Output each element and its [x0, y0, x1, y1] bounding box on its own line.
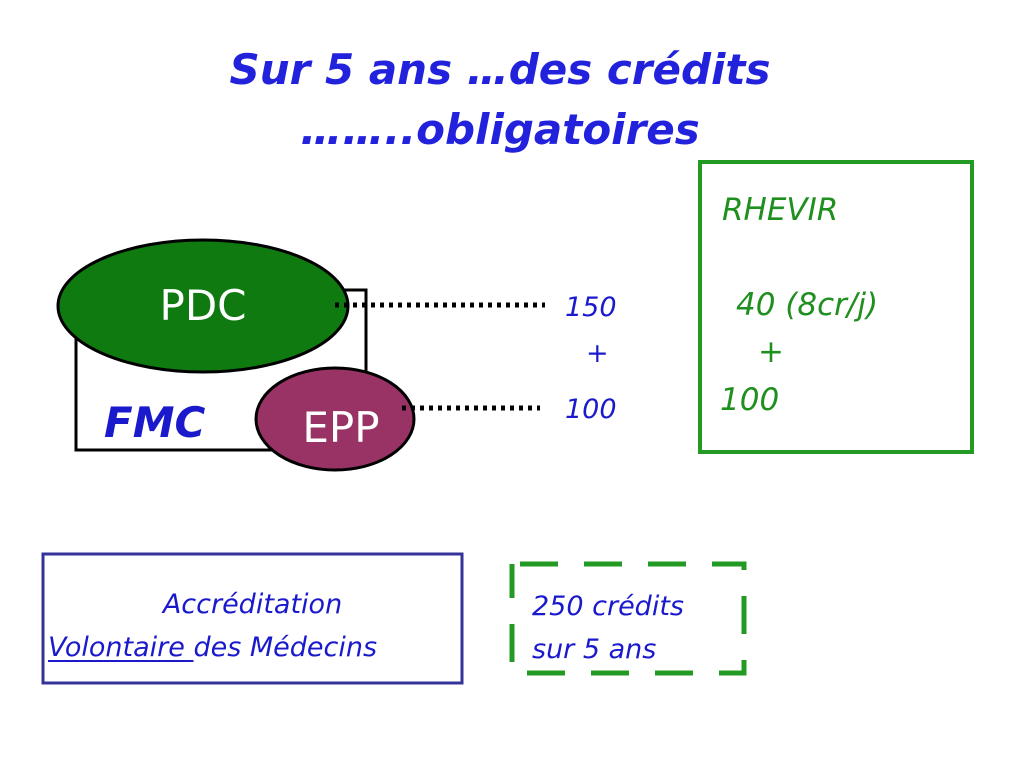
pdc-label: PDC: [159, 281, 247, 330]
epp-oval: [254, 366, 416, 472]
total-line-2: sur 5 ans: [532, 634, 657, 665]
epp-label: EPP: [302, 403, 380, 452]
total-dashed-box: [509, 561, 747, 676]
rhevir-plus-sign: +: [758, 334, 784, 370]
title-line-2: ……..obligatoires: [300, 105, 700, 154]
accreditation-line-1: Accréditation: [162, 589, 343, 620]
accreditation-underlined-word: Volontaire: [48, 632, 194, 663]
accreditation-rest: des Médecins: [193, 632, 378, 663]
rhevir-line-2: 100: [720, 382, 780, 418]
rhevir-line-1: 40 (8cr/j): [736, 287, 879, 323]
accreditation-line-2: Volontaire des Médecins: [48, 634, 377, 662]
credits-plus-sign: +: [586, 338, 609, 369]
rhevir-title: RHEVIR: [722, 192, 839, 228]
title-line-1: Sur 5 ans …des crédits: [229, 45, 771, 94]
total-line-1: 250 crédits: [532, 591, 684, 622]
accreditation-box: [41, 552, 464, 685]
pdc-credits-value: 150: [565, 292, 617, 323]
fmc-label: FMC: [104, 398, 206, 447]
rhevir-box: [698, 160, 974, 454]
epp-credits-value: 100: [565, 394, 617, 425]
